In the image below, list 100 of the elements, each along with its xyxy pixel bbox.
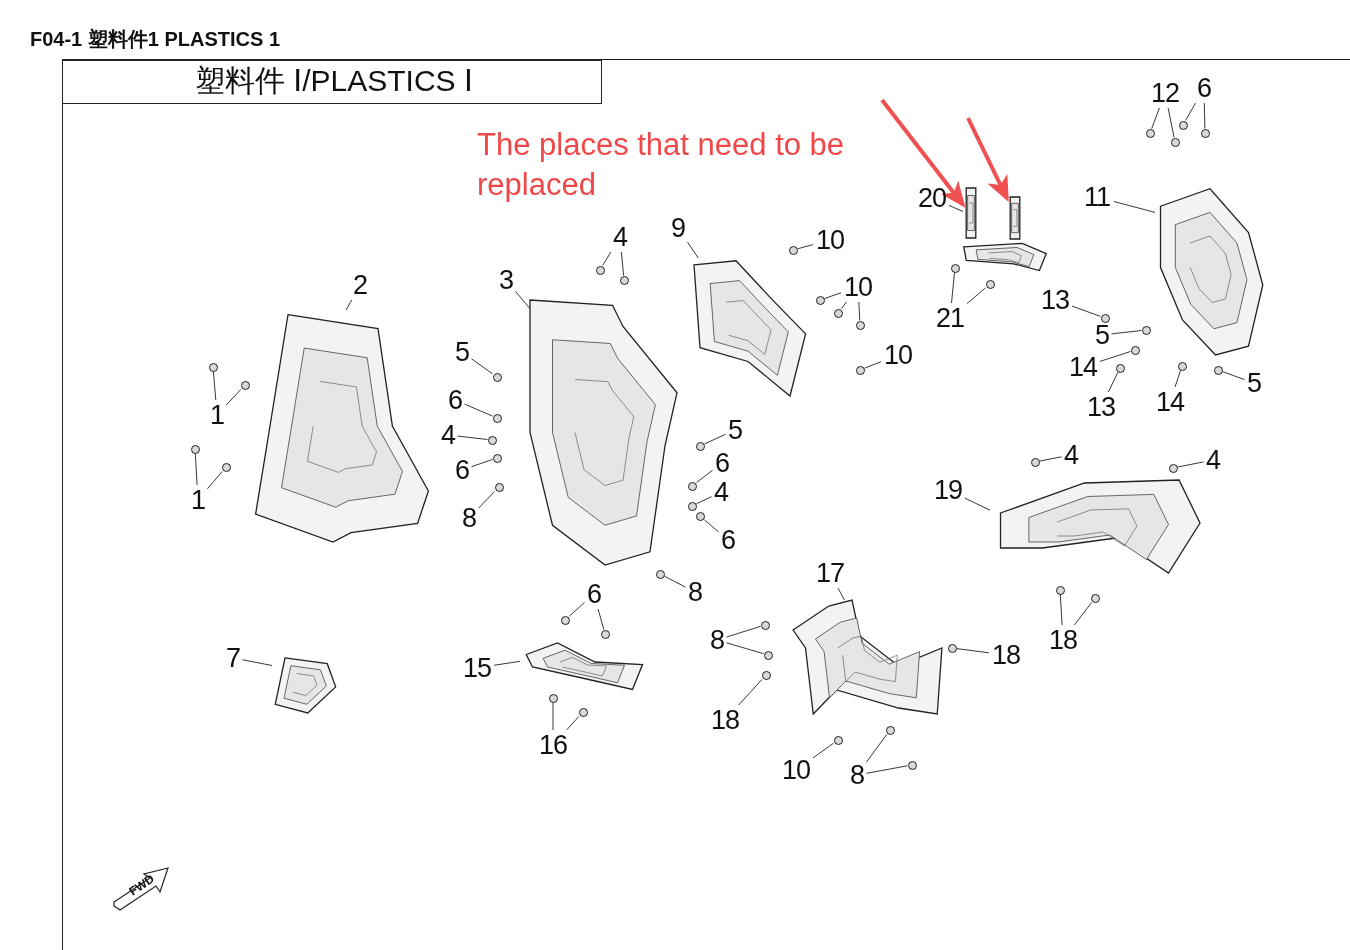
note-text: The places that need to be replaced <box>477 126 846 204</box>
callout-number: 5 <box>725 415 745 445</box>
fastener-icon <box>619 275 629 285</box>
leader-line <box>471 358 493 375</box>
callout-number: 6 <box>452 455 472 485</box>
leader-line <box>948 204 964 212</box>
callout-number: 14 <box>1066 352 1100 382</box>
leader-line <box>664 575 686 588</box>
leader-line <box>515 290 531 310</box>
callout-number: 6 <box>1194 73 1214 103</box>
arrow <box>966 117 1009 203</box>
fastener-icon <box>1100 313 1110 323</box>
fastener-icon <box>1115 363 1125 373</box>
leader-line <box>1174 370 1181 388</box>
callout-number: 21 <box>933 303 967 333</box>
leader-line <box>951 272 955 304</box>
leader-line <box>812 742 834 759</box>
leader-line <box>212 371 217 401</box>
leader-line <box>1107 372 1119 393</box>
leader-line <box>1167 107 1175 138</box>
callout-number: 11 <box>1080 182 1114 212</box>
callout-number: 13 <box>1084 392 1118 422</box>
fastener-icon <box>1177 361 1187 371</box>
callout-number: 9 <box>668 213 688 243</box>
fastener-icon <box>1141 325 1151 335</box>
leader-line <box>837 587 845 601</box>
callout-number: 8 <box>459 503 479 533</box>
callout-number: 4 <box>1203 445 1223 475</box>
leader-line <box>602 251 612 266</box>
fastener-icon <box>763 650 773 660</box>
leader-line <box>566 716 580 731</box>
bolt-drawing <box>1007 197 1023 239</box>
fastener-icon <box>1168 463 1178 473</box>
fastener-icon <box>815 295 825 305</box>
leader-line <box>345 299 353 311</box>
fastener-icon <box>492 453 502 463</box>
callout-number: 7 <box>223 643 243 673</box>
callout-number: 3 <box>496 265 516 295</box>
leader-line <box>858 301 861 321</box>
leader-line <box>457 435 488 440</box>
fastener-icon <box>221 462 231 472</box>
fastener-icon <box>950 263 960 273</box>
fastener-icon <box>1030 457 1040 467</box>
callout-number: 2 <box>350 270 370 300</box>
leader-line <box>242 659 273 666</box>
leader-line <box>687 241 699 259</box>
callout-number: 6 <box>718 525 738 555</box>
fastener-icon <box>1130 345 1140 355</box>
fastener-icon <box>885 725 895 735</box>
callout-number: 15 <box>460 653 494 683</box>
small-cover-drawing <box>272 655 337 713</box>
leader-line <box>478 491 496 509</box>
callout-number: 4 <box>1061 440 1081 470</box>
leader-line <box>956 648 990 654</box>
leader-line <box>552 702 554 731</box>
leader-line <box>964 497 991 511</box>
leader-line <box>704 433 726 445</box>
fastener-icon <box>1055 585 1065 595</box>
leader-line <box>1177 461 1204 468</box>
page-title: F04-1 塑料件1 PLASTICS 1 <box>30 27 281 51</box>
fastener-icon <box>600 629 610 639</box>
fastener-icon <box>240 380 250 390</box>
fastener-icon <box>833 735 843 745</box>
fastener-icon <box>1145 128 1155 138</box>
callout-number: 5 <box>1092 320 1112 350</box>
callout-number: 17 <box>813 558 847 588</box>
fastener-icon <box>760 620 770 630</box>
fastener-icon <box>761 670 771 680</box>
callout-number: 8 <box>847 760 867 790</box>
fastener-icon <box>190 444 200 454</box>
leader-line <box>207 471 223 490</box>
fastener-icon <box>695 441 705 451</box>
leader-line <box>1203 102 1206 129</box>
leader-line <box>1151 107 1160 129</box>
fastener-icon <box>855 365 865 375</box>
fastener-icon <box>1200 128 1210 138</box>
callout-number: 4 <box>610 222 630 252</box>
leader-line <box>864 361 882 369</box>
callout-number: 10 <box>841 272 875 302</box>
fastener-icon <box>687 501 697 511</box>
callout-number: 1 <box>207 400 227 430</box>
fastener-icon <box>1170 137 1180 147</box>
bracket-drawing <box>962 240 1048 274</box>
fastener-icon <box>208 362 218 372</box>
callout-number: 1 <box>188 485 208 515</box>
callout-number: 8 <box>685 577 705 607</box>
leader-line <box>493 660 521 666</box>
front-cover-drawing <box>530 300 680 565</box>
leader-line <box>194 453 198 486</box>
callout-number: 18 <box>989 640 1023 670</box>
leader-line <box>1071 305 1101 317</box>
leader-line <box>696 496 712 505</box>
leader-line <box>471 459 493 468</box>
leader-line <box>1099 351 1131 362</box>
leader-line <box>226 389 242 406</box>
leader-line <box>620 251 625 276</box>
fastener-icon <box>985 279 995 289</box>
fastener-icon <box>695 511 705 521</box>
fastener-icon <box>655 569 665 579</box>
callout-number: 10 <box>779 755 813 785</box>
